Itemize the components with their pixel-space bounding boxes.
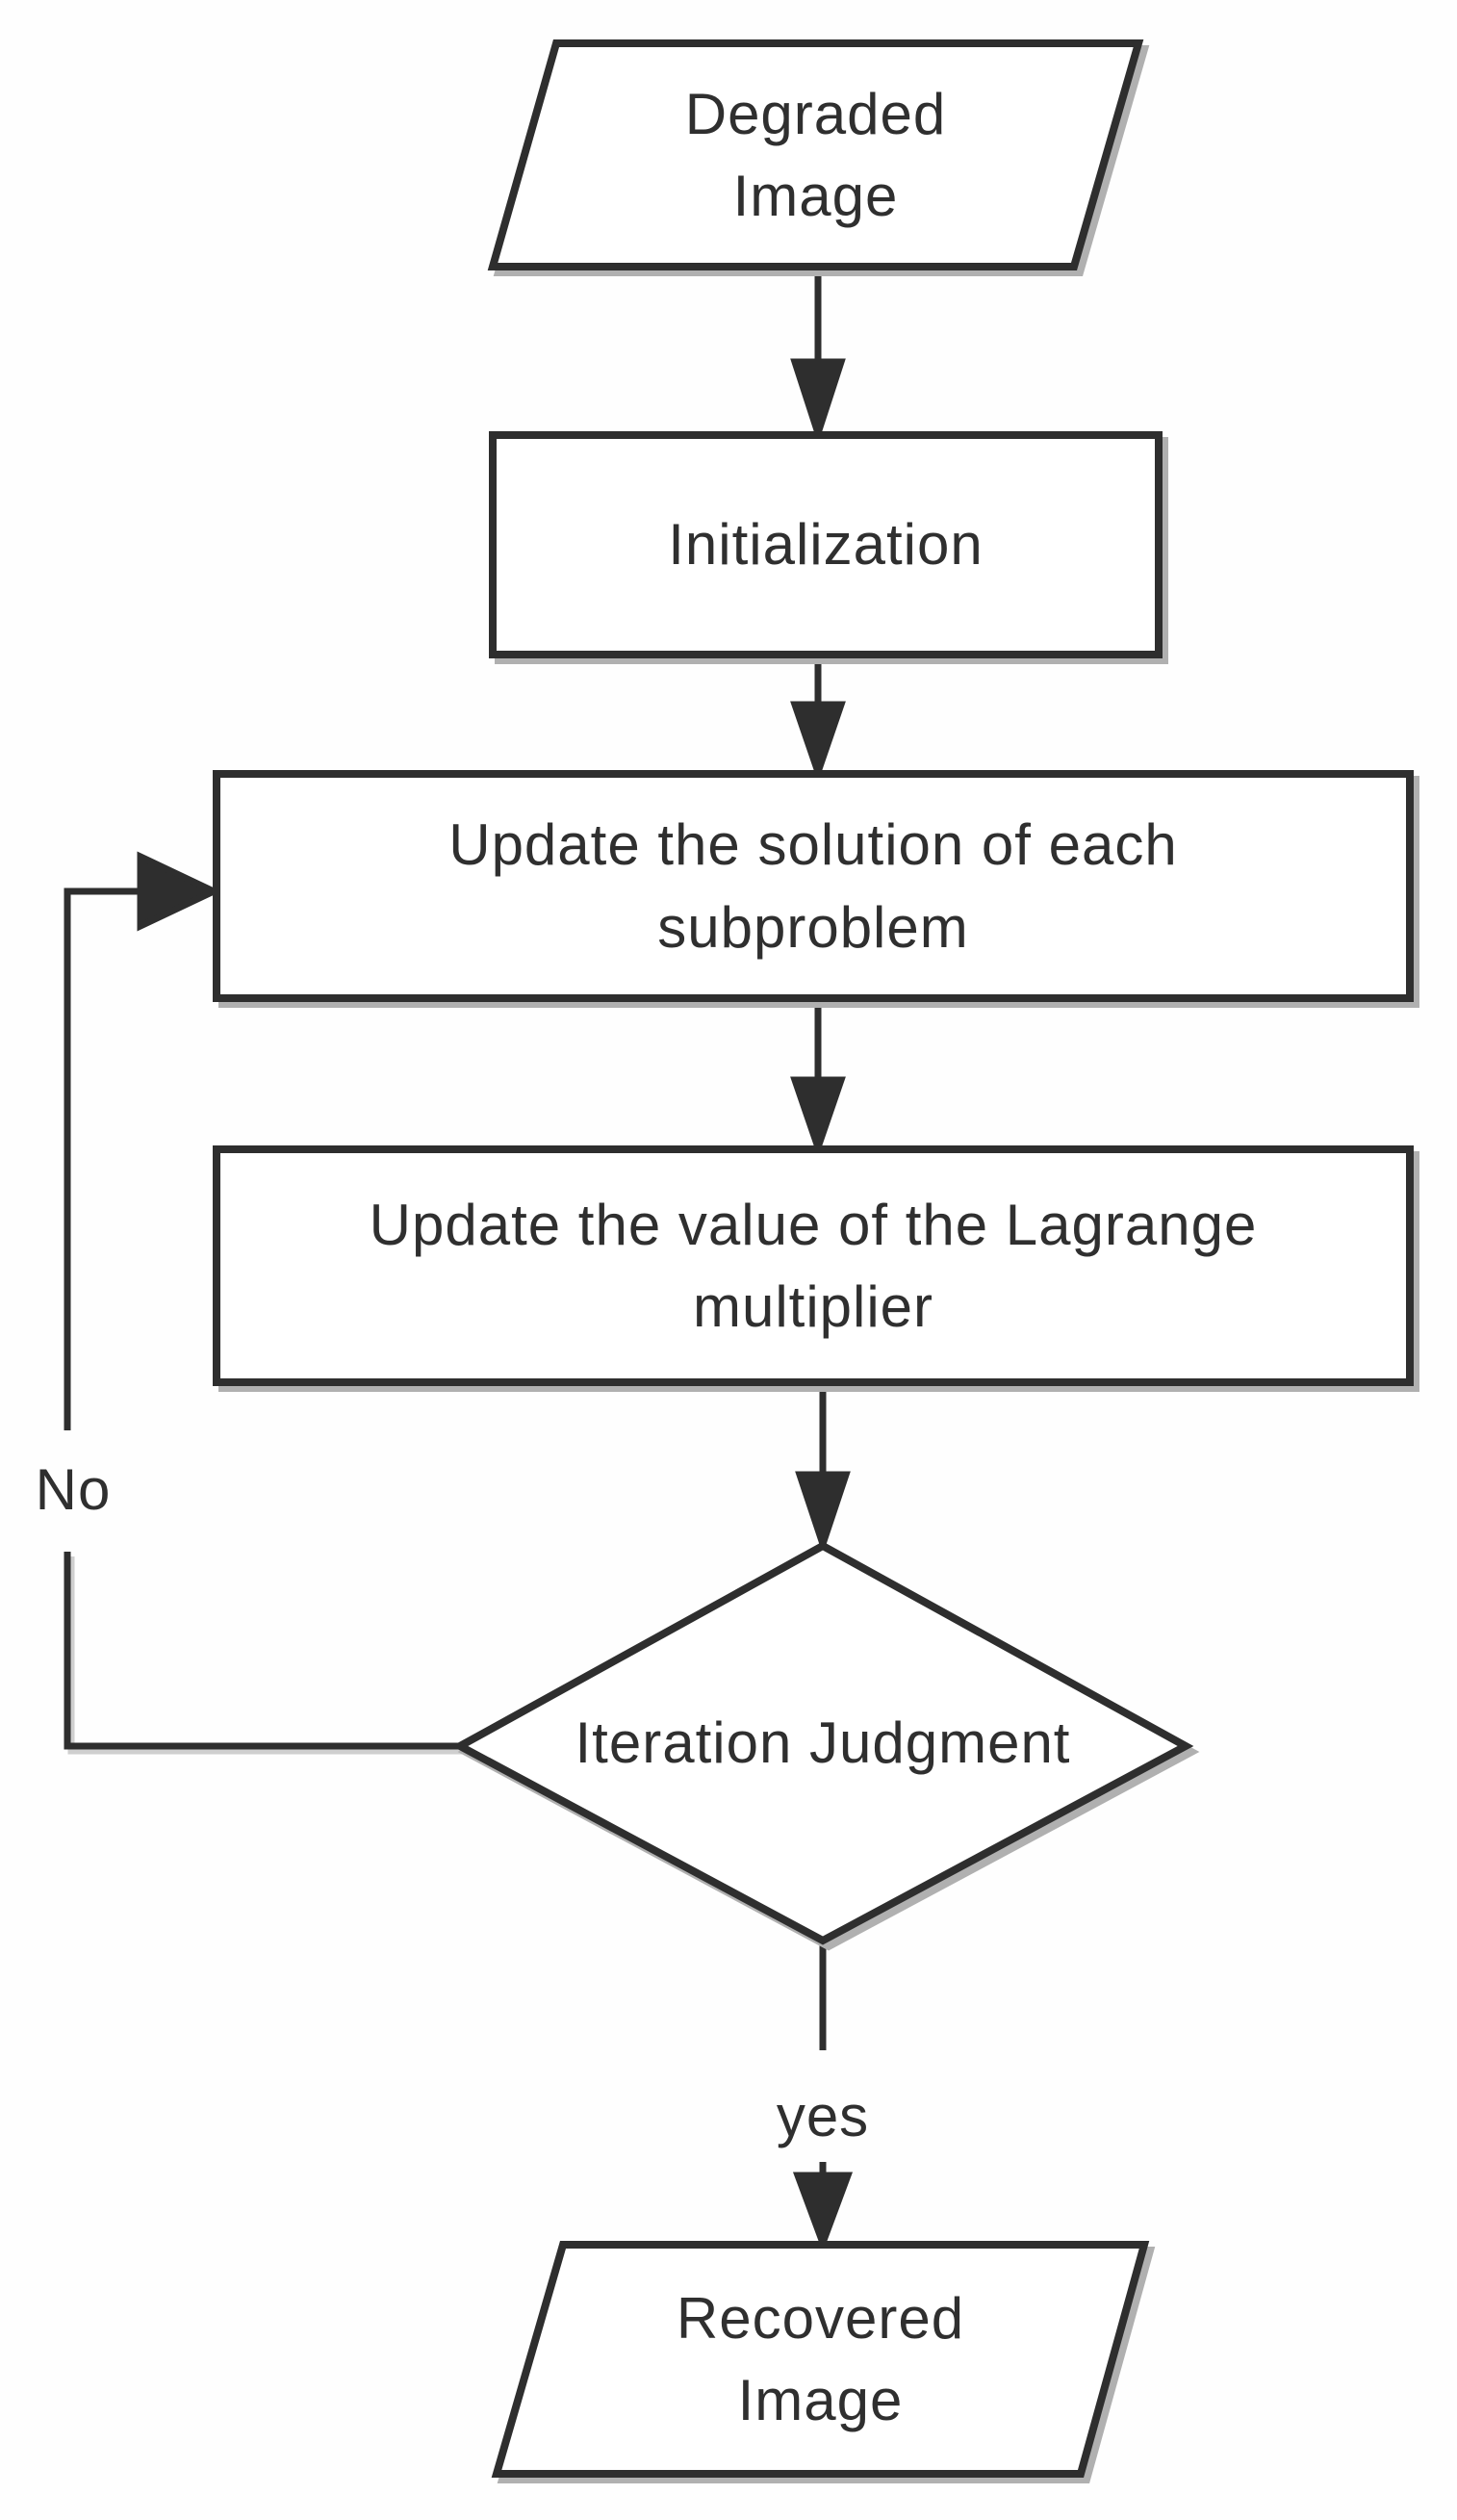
node-degraded-image-label: Degraded Image: [684, 81, 947, 228]
node-initialization-label: Initialization: [668, 512, 984, 578]
shape-iteration-judgment-diamond: [451, 1541, 1194, 1945]
node-update-lagrange-label: Update the value of the Lagrange multipl…: [369, 1192, 1258, 1339]
node-update-solution-label: Update the solution of each subproblem: [448, 812, 1178, 960]
flowchart-connectors: [64, 267, 854, 2253]
node-recovered-image-label: Recovered Image: [676, 2285, 965, 2432]
edge-no-loop-upper: [64, 887, 144, 1430]
flowchart-nodes: [213, 39, 1414, 2478]
arrowhead-down-icon: [790, 358, 846, 445]
shape-initialization-rect: [489, 431, 1163, 658]
arrowhead-down-icon: [790, 1076, 846, 1158]
arrowhead-down-icon: [795, 1471, 851, 1556]
arrowhead-right-icon: [137, 851, 222, 932]
arrowhead-down-icon: [792, 2172, 854, 2253]
edge-no-loop-lower: [64, 1552, 468, 1750]
shape-update-solution-rect: [213, 770, 1414, 1002]
edge-label-yes: yes: [776, 2084, 870, 2149]
shape-update-lagrange-rect: [213, 1145, 1414, 1386]
edge-label-no: No: [35, 1457, 112, 1523]
arrowhead-down-icon: [790, 701, 846, 783]
node-iteration-judgment-label: Iteration Judgment: [575, 1710, 1071, 1776]
shape-degraded-image-parallelogram: [487, 39, 1144, 270]
shape-recovered-image-parallelogram: [491, 2241, 1150, 2478]
